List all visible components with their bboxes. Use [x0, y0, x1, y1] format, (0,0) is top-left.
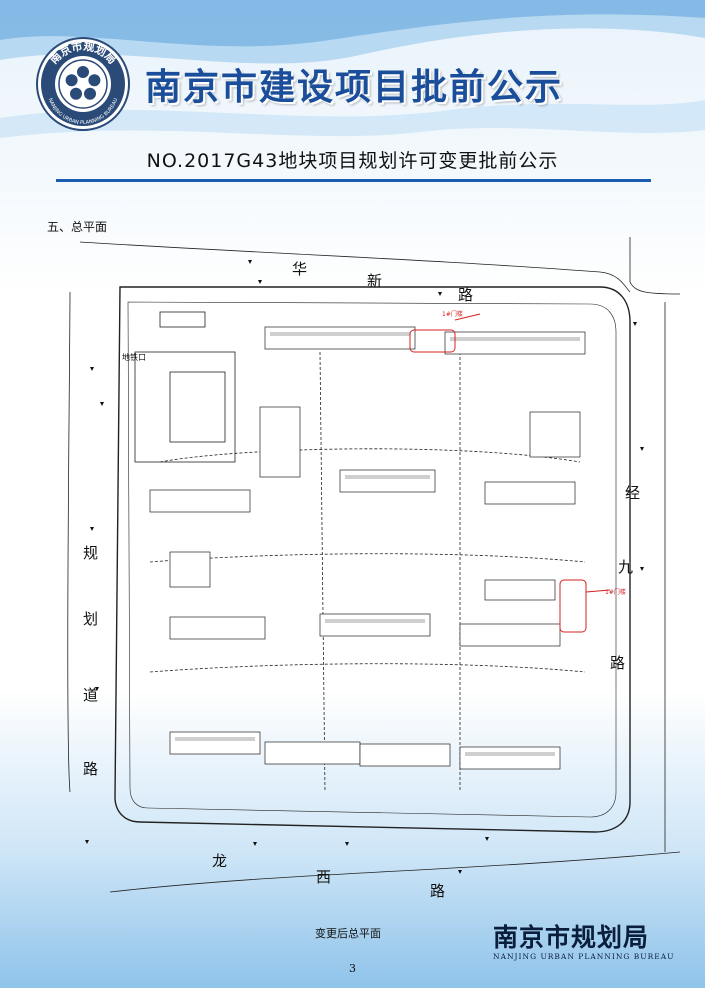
- road-east-char-1: 经: [625, 484, 640, 502]
- page-title: 南京市建设项目批前公示: [145, 66, 564, 108]
- road-south-char-2: 西: [316, 868, 331, 886]
- page-number: 3: [349, 962, 356, 975]
- metro-exit-label: 地铁口: [122, 352, 146, 362]
- road-south-char-3: 路: [430, 882, 445, 900]
- road-east-char-2: 九: [618, 558, 633, 576]
- road-north-char-1: 华: [292, 260, 307, 278]
- page-subtitle: NO.2017G43地块项目规划许可变更批前公示: [146, 150, 559, 172]
- plan-caption: 变更后总平面: [315, 927, 381, 940]
- road-east-char-3: 路: [610, 654, 625, 672]
- road-west-char-4: 路: [83, 760, 98, 778]
- road-west-char-3: 道: [83, 686, 98, 704]
- road-south-char-1: 龙: [212, 852, 227, 870]
- site-plan-drawing: 1#门楼 1#门楼 华 新 路 经 九 路 规 划 道 路 龙 西 路 地铁口: [67, 237, 680, 900]
- road-west-char-2: 划: [83, 610, 98, 628]
- road-north-char-2: 新: [367, 272, 382, 290]
- section-heading: 五、总平面: [47, 220, 108, 234]
- gate-label-north: 1#门楼: [442, 310, 463, 318]
- header-wave-decoration: [0, 0, 705, 138]
- road-west-char-1: 规: [83, 544, 98, 562]
- planning-bureau-emblem: 南京市规划局 NANJING URBAN PLANNING BUREAU: [36, 37, 130, 131]
- road-north-char-3: 路: [458, 286, 473, 304]
- gate-label-east: 1#门楼: [605, 588, 626, 596]
- bureau-name: 南京市规划局: [493, 923, 650, 952]
- bureau-name-en: NANJING URBAN PLANNING BUREAU: [493, 952, 675, 961]
- title-divider: [56, 179, 651, 182]
